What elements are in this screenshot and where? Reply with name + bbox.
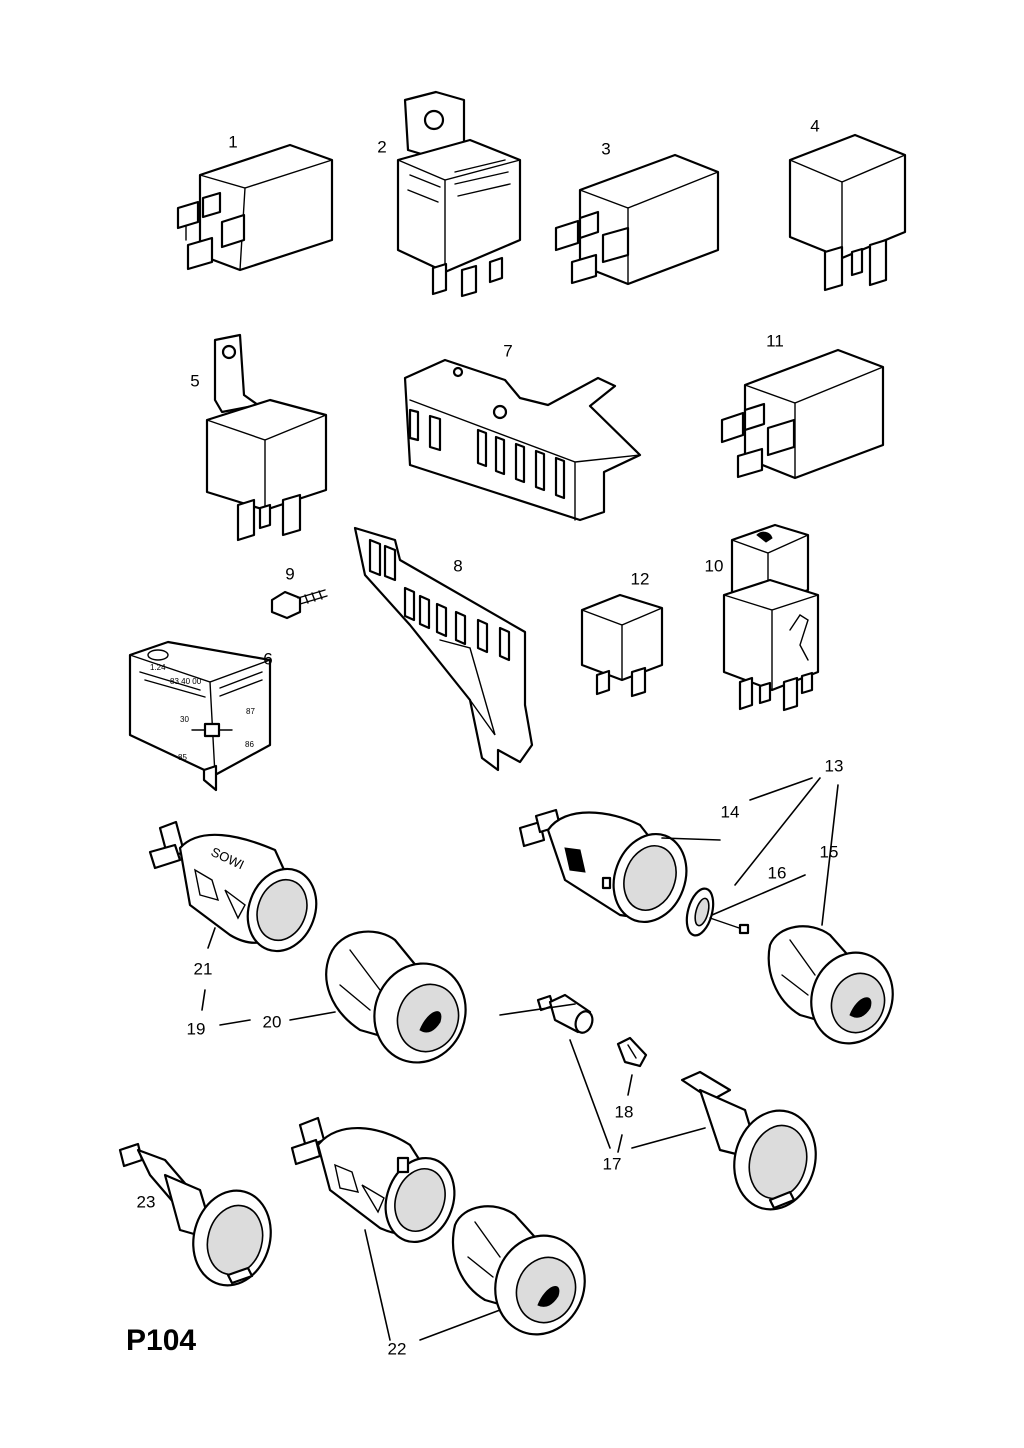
callout-23: 23: [137, 1192, 156, 1211]
bulb-part-18: [616, 1036, 648, 1068]
callout-16: 16: [768, 863, 787, 882]
callout-4: 4: [810, 116, 819, 135]
callout-17: 17: [603, 1154, 622, 1173]
bulb-holder-part-17: [536, 993, 594, 1034]
lighter-socket-part-14: [518, 808, 688, 924]
relay-part-3: [554, 153, 720, 286]
relay-6-marking-4: 87: [246, 707, 255, 716]
lighter-plug-part-15: [767, 925, 894, 1045]
relay-part-2: [396, 90, 522, 298]
callout-5: 5: [190, 371, 199, 390]
callout-2: 2: [377, 137, 386, 156]
relay-6-marking-1: 1.24: [150, 663, 166, 672]
lighter-socket-part-22: [290, 1116, 456, 1244]
callout-labels: 1 2 3 4 5 6 7 8 9 10 11 12 13 14 15 16 1…: [137, 116, 844, 1358]
callout-6: 6: [263, 649, 272, 668]
relay-part-1: [176, 143, 334, 272]
callout-20: 20: [263, 1012, 282, 1031]
relay-part-5: [205, 333, 328, 542]
relay-6-marking-6: 85: [178, 753, 187, 762]
callout-12: 12: [631, 569, 650, 588]
relay-part-12: [580, 593, 664, 698]
callout-15: 15: [820, 842, 839, 861]
callout-9: 9: [285, 564, 294, 583]
relay-part-10: [722, 523, 820, 712]
lighter-socket-part-21: SOWI: [148, 820, 318, 953]
callout-8: 8: [453, 556, 462, 575]
lighter-plug-part-22: [451, 1205, 586, 1336]
callout-3: 3: [601, 139, 610, 158]
relay-part-4: [788, 133, 907, 292]
illumination-ring-part-17: [680, 1070, 817, 1211]
callout-14: 14: [721, 802, 740, 821]
relay-6-marking-5: 86: [245, 740, 254, 749]
callout-11: 11: [766, 331, 784, 350]
callout-1: 1: [228, 132, 237, 151]
callout-10: 10: [705, 556, 724, 575]
callout-22: 22: [388, 1339, 407, 1358]
callout-18: 18: [615, 1102, 634, 1121]
leader-lines: [201, 777, 839, 1341]
relay-part-11: [720, 348, 885, 480]
callout-19: 19: [187, 1019, 206, 1038]
seal-ring-part-16: [685, 887, 750, 937]
page-code: P104: [126, 1324, 196, 1357]
relay-holder-part-7: [403, 358, 642, 522]
relay-6-marking-3: 30: [180, 715, 189, 724]
lighter-plug-part-20: [325, 930, 467, 1064]
callout-7: 7: [503, 341, 512, 360]
callout-21: 21: [194, 959, 213, 978]
screw-part-9: [270, 589, 328, 620]
relay-6-marking-2: 83 40 00: [170, 677, 202, 686]
callout-13: 13: [825, 756, 844, 775]
bracket-part-8: [353, 526, 534, 772]
illumination-ring-part-23: [118, 1142, 272, 1287]
relay-part-6: 1.24 83 40 00 30 87 86 85: [128, 640, 272, 792]
